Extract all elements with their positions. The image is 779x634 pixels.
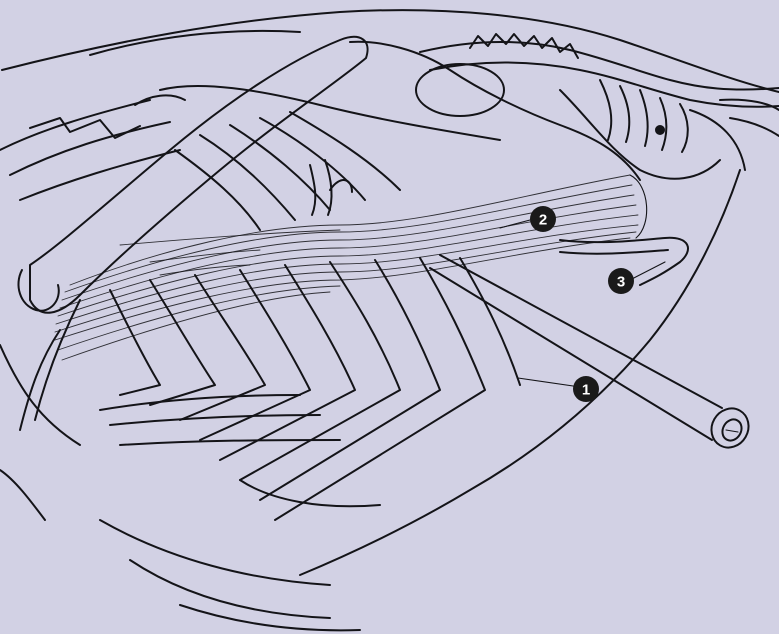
- rib-cage: [100, 258, 520, 520]
- callout-3: 3: [608, 268, 634, 294]
- callout-3-number: 3: [617, 274, 625, 291]
- upper-ribs: [0, 95, 400, 230]
- callout-1: 1: [573, 376, 599, 402]
- callout-1-number: 1: [582, 382, 590, 399]
- callout-2: 2: [530, 206, 556, 232]
- callout-2-number: 2: [539, 212, 547, 229]
- tube: [430, 255, 756, 454]
- vertebral-column: [420, 34, 779, 179]
